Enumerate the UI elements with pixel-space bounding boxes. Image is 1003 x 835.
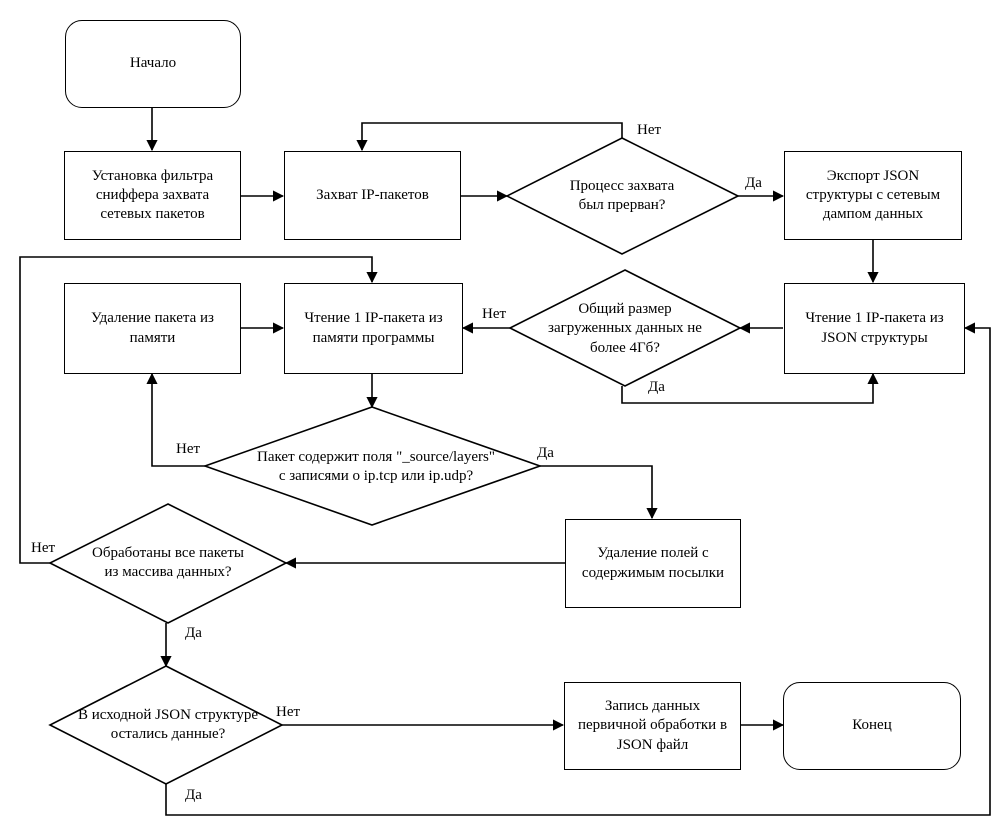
diamond-fields-check: [202, 406, 543, 526]
decision-fields-text: Пакет содержит поля "_source/layers" с з…: [257, 448, 495, 484]
label-interrupted-no: Нет: [637, 122, 662, 138]
diamond-data-left: [48, 665, 284, 785]
label-processed-yes: Да: [185, 625, 202, 641]
node-read-memory: Чтение 1 IP-пакета из памяти программы: [284, 283, 463, 374]
edge-fields-yes: [540, 465, 658, 520]
label-processed-no: Нет: [31, 540, 56, 556]
label-left-yes: Да: [185, 787, 202, 803]
edge-interrupted-no-loop: [356, 122, 623, 152]
node-read-json: Чтение 1 IP-пакета из JSON структуры: [784, 283, 965, 374]
decision-processed-text: Обработаны все пакеты из массива данных?: [92, 544, 244, 580]
edge-processed-no-loop: [19, 256, 378, 564]
node-filter: Установка фильтра сниффера захвата сетев…: [64, 151, 241, 240]
node-write: Запись данных первичной обработки в JSON…: [564, 682, 741, 770]
edge-fields-no: [146, 372, 205, 467]
label-size-yes: Да: [648, 379, 665, 395]
decision-interrupted-text: Процесс захвата был прерван?: [569, 177, 675, 213]
node-start: Начало: [65, 20, 241, 108]
decision-size-text: Общий размер загруженных данных не более…: [548, 301, 702, 356]
label-left-no: Нет: [276, 704, 301, 720]
node-export: Экспорт JSON структуры с сетевым дампом …: [784, 151, 962, 240]
diamond-size-check: [508, 269, 742, 387]
label-interrupted-yes: Да: [745, 175, 762, 191]
edge-left-yes-loop: [165, 322, 991, 816]
label-size-no: Нет: [482, 306, 507, 322]
label-fields-yes: Да: [537, 445, 554, 461]
edge-size-yes-loop: [621, 372, 879, 404]
node-delete-fields: Удаление полей с содержимым посылки: [565, 519, 741, 608]
node-capture: Захват IP-пакетов: [284, 151, 461, 240]
node-delete-packet: Удаление пакета из памяти: [64, 283, 241, 374]
diamond-interrupted: [505, 137, 740, 255]
label-fields-no: Нет: [176, 441, 201, 457]
node-end: Конец: [783, 682, 961, 770]
diamond-all-processed: [48, 503, 288, 624]
decision-data-left-text: В исходной JSON структуре остались данны…: [77, 706, 259, 742]
